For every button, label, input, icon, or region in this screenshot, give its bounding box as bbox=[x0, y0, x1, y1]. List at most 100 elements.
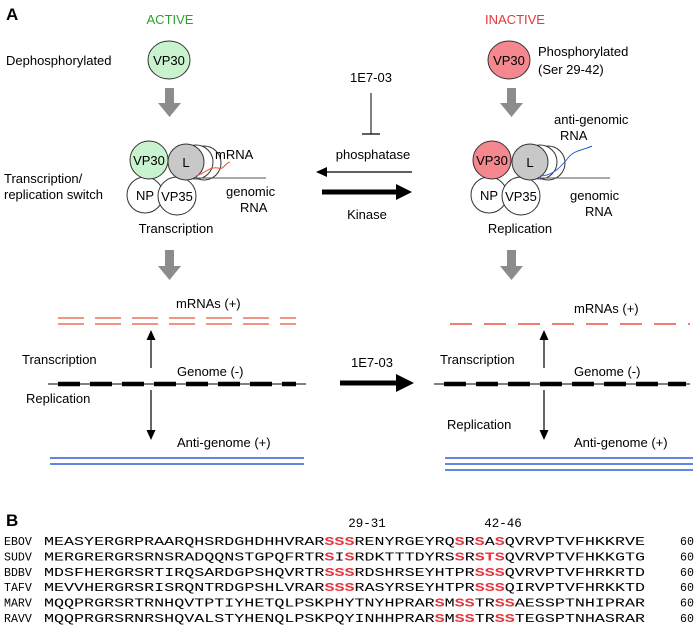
serine-site: SSS bbox=[324, 582, 354, 595]
active-genomic-label-2: RNA bbox=[240, 200, 268, 215]
serine-site: S bbox=[324, 551, 334, 564]
drug-arrow-label: 1E7-03 bbox=[351, 355, 393, 370]
sequence-segment: QVRVPTVFHKKRVE bbox=[505, 536, 645, 549]
drug-effect-arrow bbox=[340, 374, 414, 392]
serine-site: SS bbox=[495, 613, 515, 626]
vp30-active-text: VP30 bbox=[153, 53, 185, 68]
right-genome-label: Genome (-) bbox=[574, 364, 640, 379]
sequence-alignment: 29-31 42-46 EBOV MEASYERGRPRAARQHSRDGHDHH… bbox=[4, 517, 694, 626]
serine-site: SS bbox=[495, 598, 515, 611]
sequence-segment: RASYRSEYHTPR bbox=[355, 582, 475, 595]
sequence-end-number: 60 bbox=[680, 567, 694, 580]
switch-label-1: Transcription/ bbox=[4, 171, 83, 186]
left-antigenome bbox=[50, 457, 304, 465]
phosphorylated-label: Phosphorylated bbox=[538, 44, 628, 59]
serine-site: S bbox=[495, 536, 505, 549]
active-vp35-text: VP35 bbox=[161, 189, 193, 204]
right-antigenome bbox=[445, 457, 693, 471]
right-antigenome-label: Anti-genome (+) bbox=[574, 435, 668, 450]
sequence-segment: TEGSPTNHASRAR bbox=[515, 613, 645, 626]
sequence-segment: A bbox=[485, 536, 495, 549]
sequence-name: SUDV bbox=[4, 551, 32, 564]
sequence-segment: RDKTTTDYRS bbox=[355, 551, 455, 564]
down-arrow-active-1 bbox=[158, 88, 181, 117]
phosphatase-arrow bbox=[316, 167, 412, 177]
sequence-segment: QVRVPTVFHRKRTD bbox=[505, 567, 645, 580]
sequence-name: TAFV bbox=[4, 582, 32, 595]
serine-site: S bbox=[435, 613, 445, 626]
serine-site: STS bbox=[475, 551, 505, 564]
active-mrna-strand bbox=[195, 161, 231, 177]
right-transcription-arrow bbox=[539, 330, 549, 368]
left-genome-label: Genome (-) bbox=[177, 364, 243, 379]
sequence-end-number: 60 bbox=[680, 598, 694, 611]
sequence-segment: TR bbox=[475, 613, 495, 626]
sequence-end-number: 60 bbox=[680, 613, 694, 626]
left-antigenome-label: Anti-genome (+) bbox=[177, 435, 271, 450]
sequence-segment: MDSFHERGRSRTIRQSARDGPSHQVRTR bbox=[44, 567, 325, 580]
vp30-active-protein: VP30 bbox=[147, 40, 191, 80]
inhibitor-label: 1E7-03 bbox=[350, 70, 392, 85]
active-mrna-label: mRNA bbox=[215, 147, 254, 162]
sequence-segment: R bbox=[465, 551, 475, 564]
sequence-segment: M bbox=[445, 613, 455, 626]
panel-a-label: A bbox=[6, 5, 18, 24]
inactive-vp35-text: VP35 bbox=[505, 189, 537, 204]
serine-site: SS bbox=[455, 613, 475, 626]
phosphorylated-sites: (Ser 29-42) bbox=[538, 62, 604, 77]
right-transcription-label: Transcription bbox=[440, 352, 515, 367]
left-replication-arrow bbox=[146, 390, 156, 440]
inactive-title: INACTIVE bbox=[485, 12, 545, 27]
position-label-29-31: 29-31 bbox=[348, 517, 386, 531]
inactive-complex: NP VP35 L VP30 bbox=[470, 140, 610, 216]
active-np-text: NP bbox=[136, 188, 154, 203]
serine-site: S bbox=[475, 536, 485, 549]
sequence-name: BDBV bbox=[4, 567, 32, 580]
serine-site: SS bbox=[455, 598, 475, 611]
serine-site: SSS bbox=[324, 536, 354, 549]
sequence-segment: AESSPTNHIPRAR bbox=[515, 598, 645, 611]
right-replication-arrow bbox=[539, 390, 549, 440]
left-mrnas-label: mRNAs (+) bbox=[176, 296, 241, 311]
phosphatase-label: phosphatase bbox=[336, 147, 410, 162]
position-label-42-46: 42-46 bbox=[484, 517, 522, 531]
sequence-name: EBOV bbox=[4, 536, 32, 549]
serine-site: S bbox=[344, 551, 354, 564]
antigenomic-label-1: anti-genomic bbox=[554, 112, 629, 127]
vp30-inactive-text: VP30 bbox=[493, 53, 525, 68]
serine-site: SSS bbox=[475, 567, 505, 580]
sequence-segment: MEVVHERGRSRISRQNTRDGPSHLVRAR bbox=[44, 582, 325, 595]
left-replication-label: Replication bbox=[26, 391, 90, 406]
left-mrnas bbox=[58, 317, 296, 325]
sequence-segment: R bbox=[465, 536, 475, 549]
serine-site: S bbox=[435, 598, 445, 611]
serine-site: S bbox=[455, 536, 465, 549]
sequence-segment: QVRVPTVFHKKGTG bbox=[505, 551, 645, 564]
active-l-text: L bbox=[182, 155, 189, 170]
inactive-vp30-text: VP30 bbox=[476, 153, 508, 168]
sequence-segment: I bbox=[334, 551, 344, 564]
serine-site: S bbox=[455, 551, 465, 564]
sequence-segment: MERGRERGRSRNSRADQQNSTGPQFRTR bbox=[44, 551, 324, 564]
left-transcription-arrow bbox=[146, 330, 156, 368]
switch-label-2: replication switch bbox=[4, 187, 103, 202]
inactive-np-text: NP bbox=[480, 188, 498, 203]
kinase-label: Kinase bbox=[347, 207, 387, 222]
active-title: ACTIVE bbox=[147, 12, 194, 27]
inactive-genomic-label-1: genomic bbox=[570, 188, 620, 203]
sequence-segment: M bbox=[445, 598, 455, 611]
transcription-mode-label: Transcription bbox=[139, 221, 214, 236]
sequence-segment: MEASYERGRPRAARQHSRDGHDHHVRAR bbox=[44, 536, 324, 549]
right-mrnas-label: mRNAs (+) bbox=[574, 301, 639, 316]
kinase-arrow bbox=[322, 184, 412, 200]
sequence-segment: QIRVPTVFHRKKTD bbox=[505, 582, 645, 595]
sequence-segment: TR bbox=[475, 598, 495, 611]
serine-site: SSS bbox=[475, 582, 505, 595]
down-arrow-inactive-1 bbox=[500, 88, 523, 117]
